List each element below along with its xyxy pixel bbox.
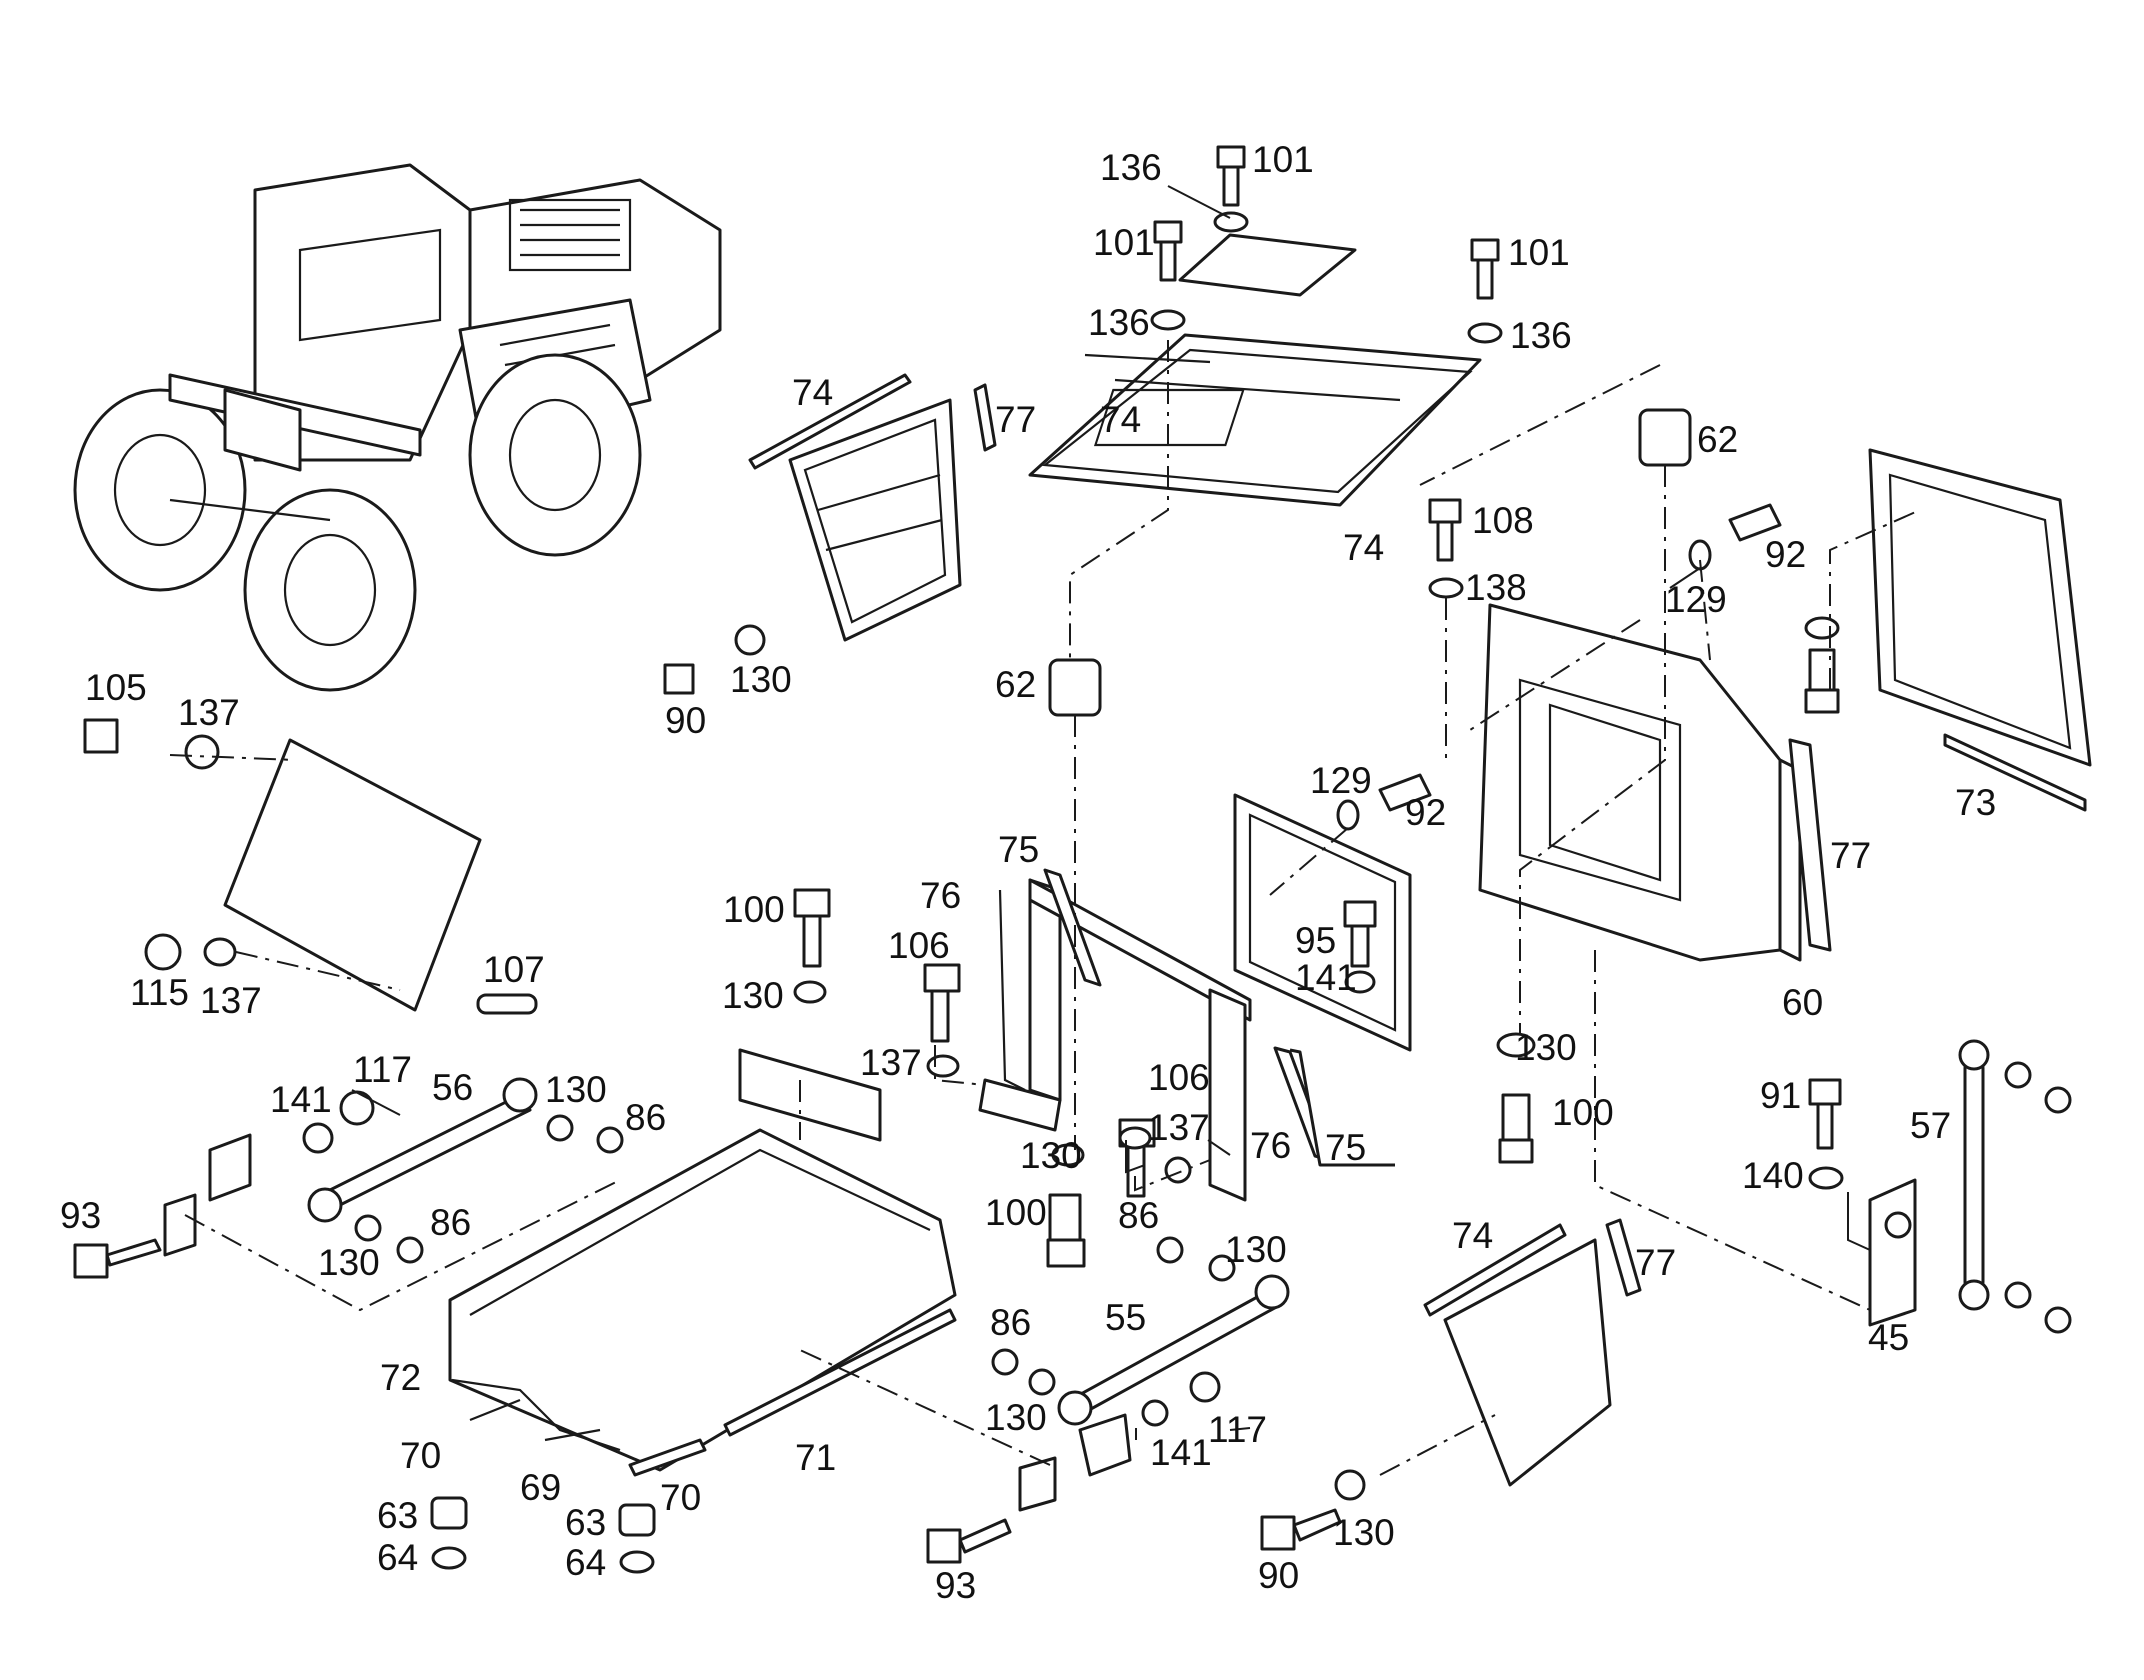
label-137: 137 (200, 980, 262, 1021)
label-62: 62 (1697, 419, 1738, 460)
label-91: 91 (1760, 1075, 1801, 1116)
side-wall-panel-right (1868, 448, 2092, 767)
label-74: 74 (1452, 1215, 1493, 1256)
label-70: 70 (400, 1435, 441, 1476)
gas-strut-56 (307, 1077, 538, 1223)
gas-strut-57 (1958, 1039, 1990, 1311)
label-86: 86 (430, 1202, 471, 1243)
side-door-upper (748, 373, 997, 642)
label-117: 117 (353, 1049, 412, 1090)
label-90: 90 (1258, 1555, 1299, 1596)
label-129: 129 (1665, 579, 1727, 620)
label-62: 62 (995, 664, 1036, 705)
label-130: 130 (545, 1069, 607, 1110)
label-69: 69 (520, 1467, 561, 1508)
label-101: 101 (1252, 139, 1314, 180)
label-86: 86 (990, 1302, 1031, 1343)
label-77: 77 (995, 399, 1036, 440)
label-92: 92 (1765, 534, 1806, 575)
part-labels: 101 136 101 136 101 136 74 77 74 74 62 1… (60, 139, 1996, 1606)
label-137: 137 (178, 692, 240, 733)
label-129: 129 (1310, 760, 1372, 801)
label-137: 137 (1148, 1107, 1210, 1148)
label-95: 95 (1295, 920, 1336, 961)
label-56: 56 (432, 1067, 473, 1108)
label-136: 136 (1100, 147, 1162, 188)
rear-housing (1478, 603, 1802, 962)
label-130: 130 (730, 659, 792, 700)
label-86: 86 (625, 1097, 666, 1138)
label-106: 106 (1148, 1057, 1210, 1098)
label-130: 130 (1515, 1027, 1577, 1068)
label-74: 74 (1100, 399, 1141, 440)
label-77: 77 (1830, 835, 1871, 876)
label-138: 138 (1465, 567, 1527, 608)
label-92: 92 (1405, 792, 1446, 833)
label-117: 117 (1208, 1409, 1267, 1450)
label-101: 101 (1508, 232, 1570, 273)
label-74: 74 (792, 372, 833, 413)
label-136: 136 (1088, 302, 1150, 343)
roof-plate-assembly (1028, 233, 1482, 507)
label-86: 86 (1118, 1195, 1159, 1236)
label-115: 115 (130, 972, 189, 1013)
label-108: 108 (1472, 500, 1534, 541)
cab-frame (978, 878, 1252, 1202)
label-77: 77 (1635, 1242, 1676, 1283)
label-76: 76 (920, 875, 961, 916)
leader-lines (351, 185, 1871, 1440)
label-137: 137 (860, 1042, 922, 1083)
label-64: 64 (565, 1542, 606, 1583)
fasteners (73, 145, 2072, 1574)
label-75: 75 (1325, 1127, 1366, 1168)
label-101: 101 (1093, 222, 1155, 263)
label-76: 76 (1250, 1125, 1291, 1166)
tractor-illustration (73, 163, 722, 692)
label-130: 130 (318, 1242, 380, 1283)
label-141: 141 (1295, 957, 1357, 998)
label-57: 57 (1910, 1105, 1951, 1146)
label-63: 63 (565, 1502, 606, 1543)
side-panel-left (223, 738, 482, 1012)
label-140: 140 (1742, 1155, 1804, 1196)
label-90: 90 (665, 700, 706, 741)
label-60: 60 (1782, 982, 1823, 1023)
label-100: 100 (723, 889, 785, 930)
label-107: 107 (483, 949, 545, 990)
label-72: 72 (380, 1357, 421, 1398)
label-130: 130 (1333, 1512, 1395, 1553)
label-74: 74 (1343, 527, 1384, 568)
label-100: 100 (985, 1192, 1047, 1233)
label-141: 141 (1150, 1432, 1212, 1473)
label-106: 106 (888, 925, 950, 966)
sealing-strips (451, 733, 2087, 1477)
label-93: 93 (60, 1195, 101, 1236)
label-105: 105 (85, 667, 147, 708)
label-136: 136 (1510, 315, 1572, 356)
gas-strut-55 (1057, 1274, 1290, 1426)
label-100: 100 (1552, 1092, 1614, 1133)
label-93: 93 (935, 1565, 976, 1606)
label-130: 130 (1225, 1229, 1287, 1270)
label-55: 55 (1105, 1297, 1146, 1338)
label-141: 141 (270, 1079, 332, 1120)
label-64: 64 (377, 1537, 418, 1578)
label-75: 75 (998, 829, 1039, 870)
label-70: 70 (660, 1477, 701, 1518)
bracket-45 (1868, 1178, 1917, 1327)
label-71: 71 (795, 1437, 836, 1478)
label-45: 45 (1868, 1317, 1909, 1358)
engine-hood (448, 1048, 957, 1472)
label-130: 130 (985, 1397, 1047, 1438)
label-63: 63 (377, 1495, 418, 1536)
alignment-lines (169, 340, 1921, 1476)
label-130: 130 (1020, 1135, 1082, 1176)
label-130: 130 (722, 975, 784, 1016)
label-73: 73 (1955, 782, 1996, 823)
side-door-lower (1443, 1238, 1612, 1487)
